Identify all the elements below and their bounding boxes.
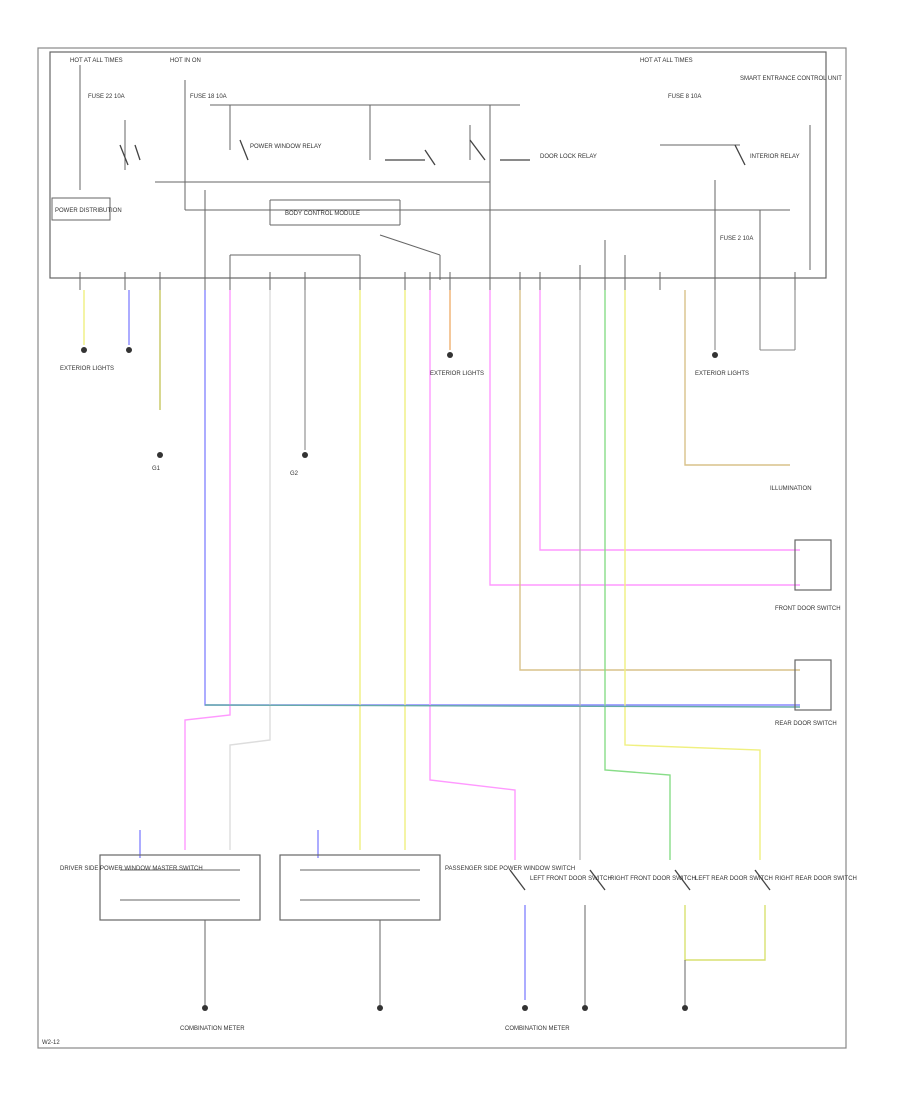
ground-icon [157,452,163,458]
label-combination-meter-2: COMBINATION METER [505,1026,570,1032]
label-combination-meter-1: COMBINATION METER [180,1026,245,1032]
label-hot-1: HOT AT ALL TIMES [70,58,123,64]
ground-icon [682,1005,688,1011]
ground-icon [377,1005,383,1011]
wires [83,290,801,1000]
label-ground-1: G1 [152,466,161,472]
label-rear-door-switch: REAR DOOR SWITCH [775,721,837,727]
diagram-frame [37,47,847,1049]
label-lr-door-sw: LEFT REAR DOOR SWITCH [695,876,773,882]
front-door-switch-box [794,539,832,591]
label-front-door-switch: FRONT DOOR SWITCH [775,606,841,612]
label-bcm: BODY CONTROL MODULE [285,211,360,217]
label-ground-2: G2 [290,471,299,477]
label-fuse-1: FUSE 22 10A [88,94,125,100]
ground-icon [202,1005,208,1011]
label-fuse-4: FUSE 2 10A [720,236,753,242]
label-lf-door-sw: LEFT FRONT DOOR SWITCH [530,876,612,882]
connector-pins [79,272,796,290]
ground-icon [81,347,87,353]
label-exterior-lights-1: EXTERIOR LIGHTS [60,366,114,372]
label-fuse-3: FUSE 8 10A [668,94,701,100]
label-hot-2: HOT IN ON [170,58,201,64]
page-id: W2-12 [42,1040,60,1046]
body-control-module-outline [49,51,827,279]
door-switch-contacts [509,869,771,891]
module-internal-lines [51,65,811,280]
label-illumination: ILLUMINATION [770,486,812,492]
label-power-distribution: POWER DISTRIBUTION [55,208,122,214]
label-hot-3: HOT AT ALL TIMES [640,58,693,64]
label-rr-door-sw: RIGHT REAR DOOR SWITCH [775,876,857,882]
rear-door-switch-box [794,659,832,711]
switch-internals [120,869,686,1005]
label-exterior-lights-3: EXTERIOR LIGHTS [695,371,749,377]
ground-icon [522,1005,528,1011]
label-rf-door-sw: RIGHT FRONT DOOR SWITCH [610,876,696,882]
label-power-window-relay: POWER WINDOW RELAY [250,144,322,150]
ground-icon [712,352,718,358]
driver-master-switch-box [99,854,261,921]
label-interior-relay: INTERIOR RELAY [750,154,800,160]
ground-icon [447,352,453,358]
label-top-right-note: SMART ENTRANCE CONTROL UNIT [740,76,842,82]
label-exterior-lights-2: EXTERIOR LIGHTS [430,371,484,377]
label-fuse-2: FUSE 18 10A [190,94,227,100]
label-driver-switch: DRIVER SIDE POWER WINDOW MASTER SWITCH [60,866,203,872]
relay-switch-contacts [119,139,746,166]
gray-drops [304,290,796,450]
label-passenger-switch: PASSENGER SIDE POWER WINDOW SWITCH [445,866,575,872]
ground-icon [126,347,132,353]
ground-icon [582,1005,588,1011]
ground-symbols [81,347,718,1011]
passenger-switch-box [279,854,441,921]
ground-icon [302,452,308,458]
label-door-lock-relay: DOOR LOCK RELAY [540,154,597,160]
